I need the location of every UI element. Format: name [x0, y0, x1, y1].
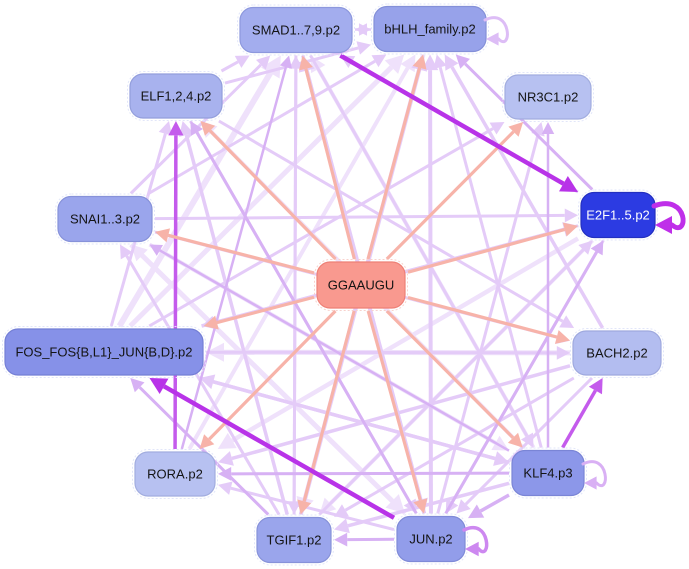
- edge-jun-elf: [190, 121, 418, 515]
- edge-tgif-fos: [130, 378, 270, 516]
- edge-tgif-e2f1: [318, 240, 593, 516]
- edge-tgif-elf: [179, 121, 289, 515]
- edge-klf4-jun: [468, 493, 510, 519]
- edge-gga-bhlh: [366, 54, 427, 260]
- edge-klf4-nr3c1: [541, 122, 555, 448]
- edge-klf4-bach2: [561, 378, 603, 449]
- edge-gga-klf4: [385, 309, 523, 448]
- self-loop-e2f1: [651, 201, 686, 234]
- node-body: [396, 515, 466, 563]
- node-outer-ring: [578, 189, 658, 241]
- edge-jun-rora: [218, 481, 395, 532]
- node-outer-ring: [2, 326, 206, 378]
- self-loop-jun: [462, 526, 489, 557]
- edge-smad-e2f1: [339, 53, 578, 193]
- node-body: [316, 261, 406, 309]
- edge-elf-bhlh: [224, 41, 371, 85]
- node-outer-ring: [394, 513, 468, 565]
- node-body: [373, 5, 487, 53]
- node-elf[interactable]: ELF1,2,4.p2: [127, 71, 225, 121]
- edge-jun-e2f1: [444, 240, 604, 515]
- node-outer-ring: [314, 259, 408, 311]
- node-rora[interactable]: RORA.p2: [132, 449, 218, 499]
- edge-gga-smad: [298, 55, 356, 260]
- edge-elf-smad: [220, 55, 250, 73]
- edge-gga-e2f1: [407, 222, 578, 274]
- edge-gga-fos: [203, 295, 315, 330]
- edge-e2f1-bhlh: [455, 54, 594, 191]
- node-klf4[interactable]: KLF4.p3: [509, 447, 587, 499]
- node-bhlh[interactable]: bHLH_family.p2: [371, 3, 489, 55]
- edge-klf4-fos: [199, 374, 510, 465]
- node-body: [256, 516, 332, 564]
- edge-bhlh-smad: [355, 23, 372, 36]
- node-outer-ring: [127, 71, 225, 121]
- edge-fos-nr3c1: [148, 122, 505, 328]
- node-fos[interactable]: FOS_FOS{B,L1}_JUN{B,D}.p2: [2, 326, 206, 378]
- edge-bach2-rora: [218, 364, 571, 466]
- node-smad[interactable]: SMAD1..7,9.p2: [237, 4, 355, 56]
- edge-gga-jun: [366, 310, 428, 514]
- node-gga[interactable]: GGAAUGU: [314, 259, 408, 311]
- edge-bach2-tgif: [334, 376, 575, 517]
- edge-snai1-bhlh: [147, 54, 387, 195]
- node-outer-ring: [254, 514, 334, 566]
- node-snai1[interactable]: SNAI1..3.p2: [55, 193, 155, 245]
- edge-rora-smad: [180, 55, 292, 450]
- node-body: [511, 449, 585, 497]
- node-body: [239, 6, 353, 54]
- node-outer-ring: [55, 193, 155, 245]
- node-body: [572, 330, 662, 376]
- edge-gga-bach2: [407, 295, 570, 344]
- node-body: [134, 451, 216, 497]
- node-body: [504, 74, 592, 120]
- edge-smad-klf4: [309, 54, 534, 448]
- node-body: [580, 191, 656, 239]
- self-loop-bhlh: [483, 16, 509, 46]
- edge-klf4-tgif: [334, 481, 510, 534]
- edge-klf4-bhlh: [433, 54, 543, 448]
- node-tgif[interactable]: TGIF1.p2: [254, 514, 334, 566]
- edge-bach2-jun: [456, 376, 594, 514]
- node-jun[interactable]: JUN.p2: [394, 513, 468, 565]
- edge-rora-elf: [168, 121, 184, 450]
- node-bach2[interactable]: BACH2.p2: [570, 328, 664, 378]
- edge-e2f1-rora: [217, 236, 580, 449]
- edge-snai1-e2f1: [154, 208, 578, 223]
- node-outer-ring: [502, 72, 594, 122]
- edge-gga-elf: [200, 121, 337, 261]
- edge-jun-fos: [149, 378, 396, 520]
- node-nr3c1[interactable]: NR3C1.p2: [502, 72, 594, 122]
- node-body: [57, 195, 153, 243]
- edge-klf4-snai1: [149, 244, 510, 452]
- edge-klf4-rora: [218, 466, 510, 481]
- node-body: [4, 328, 204, 376]
- edge-tgif-snai1: [120, 244, 281, 516]
- edge-jun-tgif: [334, 532, 395, 547]
- edge-elf-bach2: [218, 119, 575, 328]
- edge-gga-rora: [199, 309, 337, 449]
- node-e2f1[interactable]: E2F1..5.p2: [578, 189, 658, 241]
- edge-gga-snai1: [155, 228, 315, 275]
- self-loop-klf4: [581, 460, 607, 490]
- node-body: [129, 73, 223, 119]
- edge-gga-nr3c1: [385, 122, 524, 261]
